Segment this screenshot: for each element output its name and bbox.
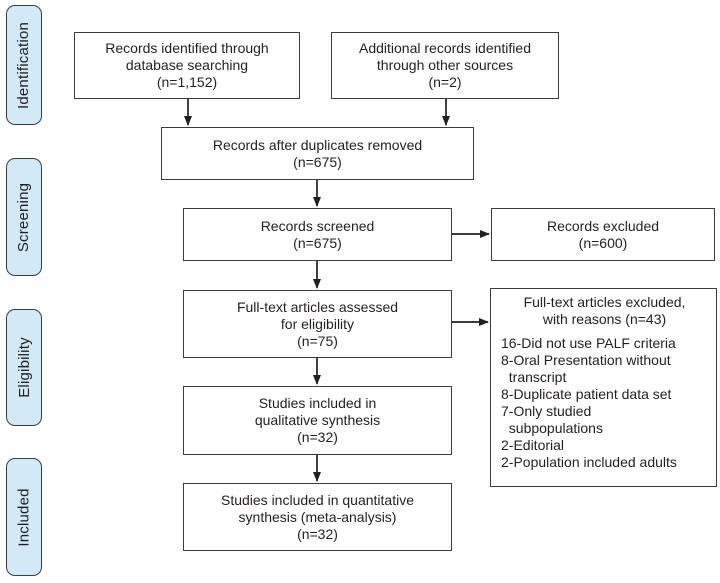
box-records-identified-text: Records identified through database sear…: [105, 40, 269, 90]
box-fulltext-excluded: Full-text articles excluded, with reason…: [490, 288, 717, 487]
box-additional-records-text: Additional records identified through ot…: [359, 40, 531, 90]
stage-included: Included: [6, 458, 42, 576]
box-qualitative-synthesis: Studies included in qualitative synthesi…: [183, 386, 452, 455]
exclusion-reason: transcript: [501, 369, 567, 385]
box-records-identified: Records identified through database sear…: [74, 32, 300, 99]
exclusion-reason: 2-Editorial: [501, 437, 565, 453]
exclusion-reason: 2-Population included adults: [501, 454, 677, 470]
box-records-excluded-text: Records excluded (n=600): [546, 217, 660, 251]
fulltext-excluded-title: Full-text articles excluded, with reason…: [523, 294, 686, 327]
exclusion-reason: subpopulations: [501, 420, 603, 436]
box-fulltext-assessed-text: Full-text articles assessed for eligibil…: [236, 298, 399, 349]
stage-eligibility-label: Eligibility: [15, 337, 33, 398]
stage-identification-label: Identification: [15, 21, 33, 109]
box-records-screened: Records screened (n=675): [183, 208, 452, 261]
box-additional-records: Additional records identified through ot…: [331, 32, 559, 99]
exclusion-reason: 7-Only studied: [501, 403, 592, 419]
stage-included-label: Included: [15, 487, 33, 547]
box-quantitative-synthesis-text: Studies included in quantitative synthes…: [220, 491, 415, 542]
box-records-screened-text: Records screened (n=675): [260, 217, 375, 251]
stage-screening-label: Screening: [15, 182, 33, 252]
box-duplicates-removed: Records after duplicates removed (n=675): [161, 127, 474, 180]
box-fulltext-assessed: Full-text articles assessed for eligibil…: [183, 290, 452, 358]
fulltext-excluded-reasons: 16-Did not use PALF criteria 8-Oral Pres…: [499, 335, 710, 471]
stage-identification: Identification: [6, 5, 42, 125]
box-quantitative-synthesis: Studies included in quantitative synthes…: [183, 483, 452, 551]
stage-eligibility: Eligibility: [6, 309, 42, 426]
exclusion-reason: 8-Duplicate patient data set: [501, 386, 672, 402]
stage-screening: Screening: [6, 158, 42, 276]
exclusion-reason: 8-Oral Presentation without: [501, 352, 671, 368]
box-duplicates-removed-text: Records after duplicates removed (n=675): [212, 136, 423, 170]
exclusion-reason: 16-Did not use PALF criteria: [501, 335, 676, 351]
box-qualitative-synthesis-text: Studies included in qualitative synthesi…: [254, 395, 381, 445]
box-records-excluded: Records excluded (n=600): [491, 208, 715, 261]
